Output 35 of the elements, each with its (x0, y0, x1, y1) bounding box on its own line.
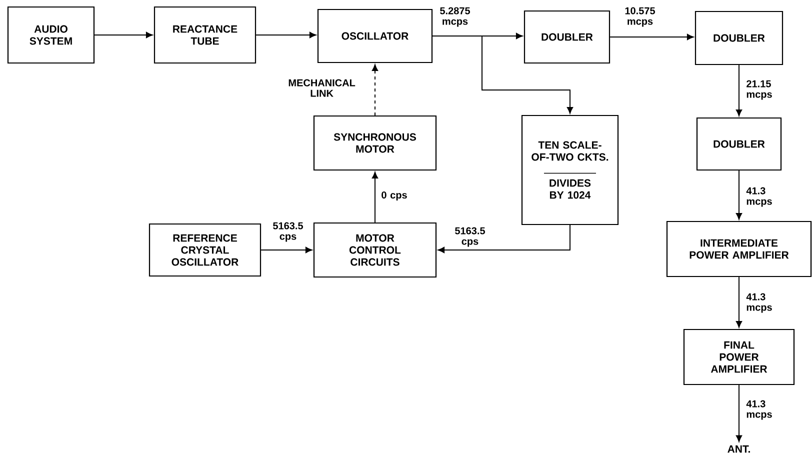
arrow (736, 276, 742, 328)
arrow (94, 32, 153, 38)
edge-label: 41.3 mcps (746, 187, 772, 207)
arrow (736, 170, 742, 220)
edge-label: 5.2875 mcps (440, 7, 470, 27)
edge-label: 0 cps (382, 191, 407, 201)
process-box: AUDIO SYSTEM (7, 6, 95, 64)
process-box: FINAL POWER AMPLIFIER (683, 328, 795, 386)
edge-label: 5163.5 cps (455, 227, 486, 247)
arrow (736, 64, 742, 116)
process-box: REACTANCE TUBE (154, 6, 256, 64)
antenna-label: ANT. (728, 445, 750, 453)
edge-label: 5163.5 cps (273, 222, 304, 242)
arrow (432, 36, 574, 114)
arrow (438, 224, 570, 254)
arrow (260, 246, 312, 254)
process-box: DOUBLER (524, 10, 610, 64)
edge-label: 41.3 mcps (746, 400, 772, 420)
edge-label: 41.3 mcps (746, 293, 772, 313)
process-box: OSCILLATOR (317, 8, 433, 64)
edge-label: MECHANICAL LINK (288, 79, 356, 97)
arrow (372, 64, 378, 116)
arrow (256, 32, 316, 38)
process-box: DOUBLER (696, 117, 782, 171)
arrow (736, 384, 742, 442)
edge-label: 21.15 mcps (746, 80, 772, 100)
process-box: MOTOR CONTROL CIRCUITS (313, 222, 437, 278)
process-box: TEN SCALE-OF-TWO CKTS. DIVIDES BY 1024 (521, 114, 619, 226)
process-box: DOUBLER (694, 10, 784, 66)
process-box: SYNCHRONOUS MOTOR (313, 115, 437, 171)
edge-label: 10.575 mcps (625, 7, 656, 27)
process-box: INTERMEDIATE POWER AMPLIFIER (666, 220, 812, 278)
arrow (372, 172, 378, 223)
arrow (610, 34, 694, 40)
process-box: REFERENCE CRYSTAL OSCILLATOR (148, 223, 262, 277)
